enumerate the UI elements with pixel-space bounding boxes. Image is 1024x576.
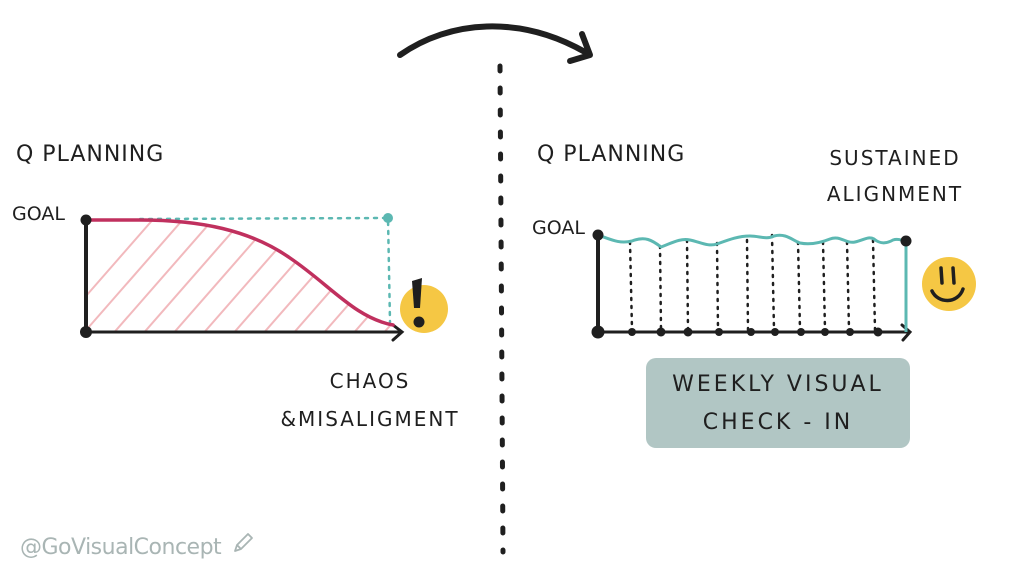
right-goal-label: Goal [532,217,585,239]
left-title: Q Planning [16,142,165,167]
right-chart [591,229,913,342]
hatch-fill [86,220,393,332]
right-outcome-line1: Sustained [829,146,961,170]
right-outcome-label: Sustained Alignment [800,140,990,212]
weekly-checkin-label: Weekly Visual Check - In [646,366,910,442]
left-outcome-line2: &Misaligment [280,407,460,431]
left-goal-label: Goal [12,203,65,225]
right-outcome-line2: Alignment [826,182,964,206]
left-chart [80,213,405,342]
watermark-text: @GoVisualConcept [20,535,222,560]
watermark: @GoVisualConcept [20,532,254,560]
target-point [383,213,393,223]
left-outcome-label: Chaos &Misaligment [255,362,485,438]
right-title: Q Planning [537,142,686,167]
exclamation-icon [400,278,448,333]
curved-arrow-right-icon [397,23,593,64]
pencil-icon [232,532,254,560]
panel-divider [497,63,506,555]
weekly-checkin-box: Weekly Visual Check - In [646,358,910,448]
smiley-icon [922,257,976,311]
left-outcome-line1: Chaos [329,369,411,393]
checkin-line1: Weekly Visual [672,372,884,397]
checkin-line2: Check - In [702,410,854,435]
